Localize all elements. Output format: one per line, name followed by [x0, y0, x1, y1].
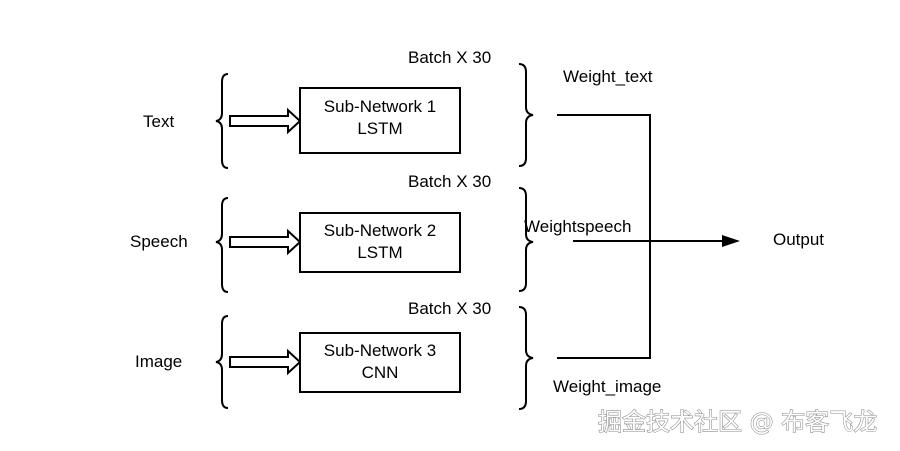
batch-label-1: Batch X 30	[408, 48, 491, 67]
branch-speech: Speech Sub-Network 2 LSTM Batch X 30 Wei…	[130, 172, 631, 293]
subnetwork-model-1: LSTM	[357, 119, 402, 138]
subnetwork-box-1	[299, 87, 461, 154]
input-label-text: Text	[143, 112, 174, 131]
right-brace-speech	[518, 187, 534, 292]
left-brace-speech	[215, 197, 229, 293]
weight-label-text: Weight_text	[563, 67, 653, 86]
subnetwork-box-3	[299, 332, 461, 393]
input-arrow-image	[229, 348, 302, 376]
input-label-speech: Speech	[130, 232, 188, 251]
weight-label-speech: Weightspeech	[524, 217, 631, 236]
right-brace-image	[518, 306, 534, 410]
batch-label-2: Batch X 30	[408, 172, 491, 191]
subnetwork-name-3: Sub-Network 3	[324, 341, 436, 360]
output-arrowhead	[722, 235, 740, 247]
subnetwork-name-1: Sub-Network 1	[324, 97, 436, 116]
subnetwork-name-2: Sub-Network 2	[324, 221, 436, 240]
input-arrow-speech	[229, 228, 302, 256]
left-brace-text	[215, 73, 229, 169]
subnetwork-model-3: CNN	[362, 363, 399, 382]
left-brace-image	[215, 315, 229, 409]
subnetwork-box-2	[299, 212, 461, 273]
right-brace-text	[518, 63, 534, 167]
output-label: Output	[773, 230, 824, 249]
input-arrow-text	[229, 107, 302, 135]
branch-image: Image Sub-Network 3 CNN Batch X 30 Weigh…	[135, 299, 661, 410]
weight-label-image: Weight_image	[553, 377, 661, 396]
branch-text: Text Sub-Network 1 LSTM Batch X 30 Weigh…	[143, 48, 653, 169]
input-label-image: Image	[135, 352, 182, 371]
subnetwork-model-2: LSTM	[357, 243, 402, 262]
batch-label-3: Batch X 30	[408, 299, 491, 318]
combine-connector	[557, 114, 740, 359]
watermark: 掘金技术社区 @ 布客飞龙	[598, 408, 877, 436]
connector-text	[557, 114, 651, 359]
